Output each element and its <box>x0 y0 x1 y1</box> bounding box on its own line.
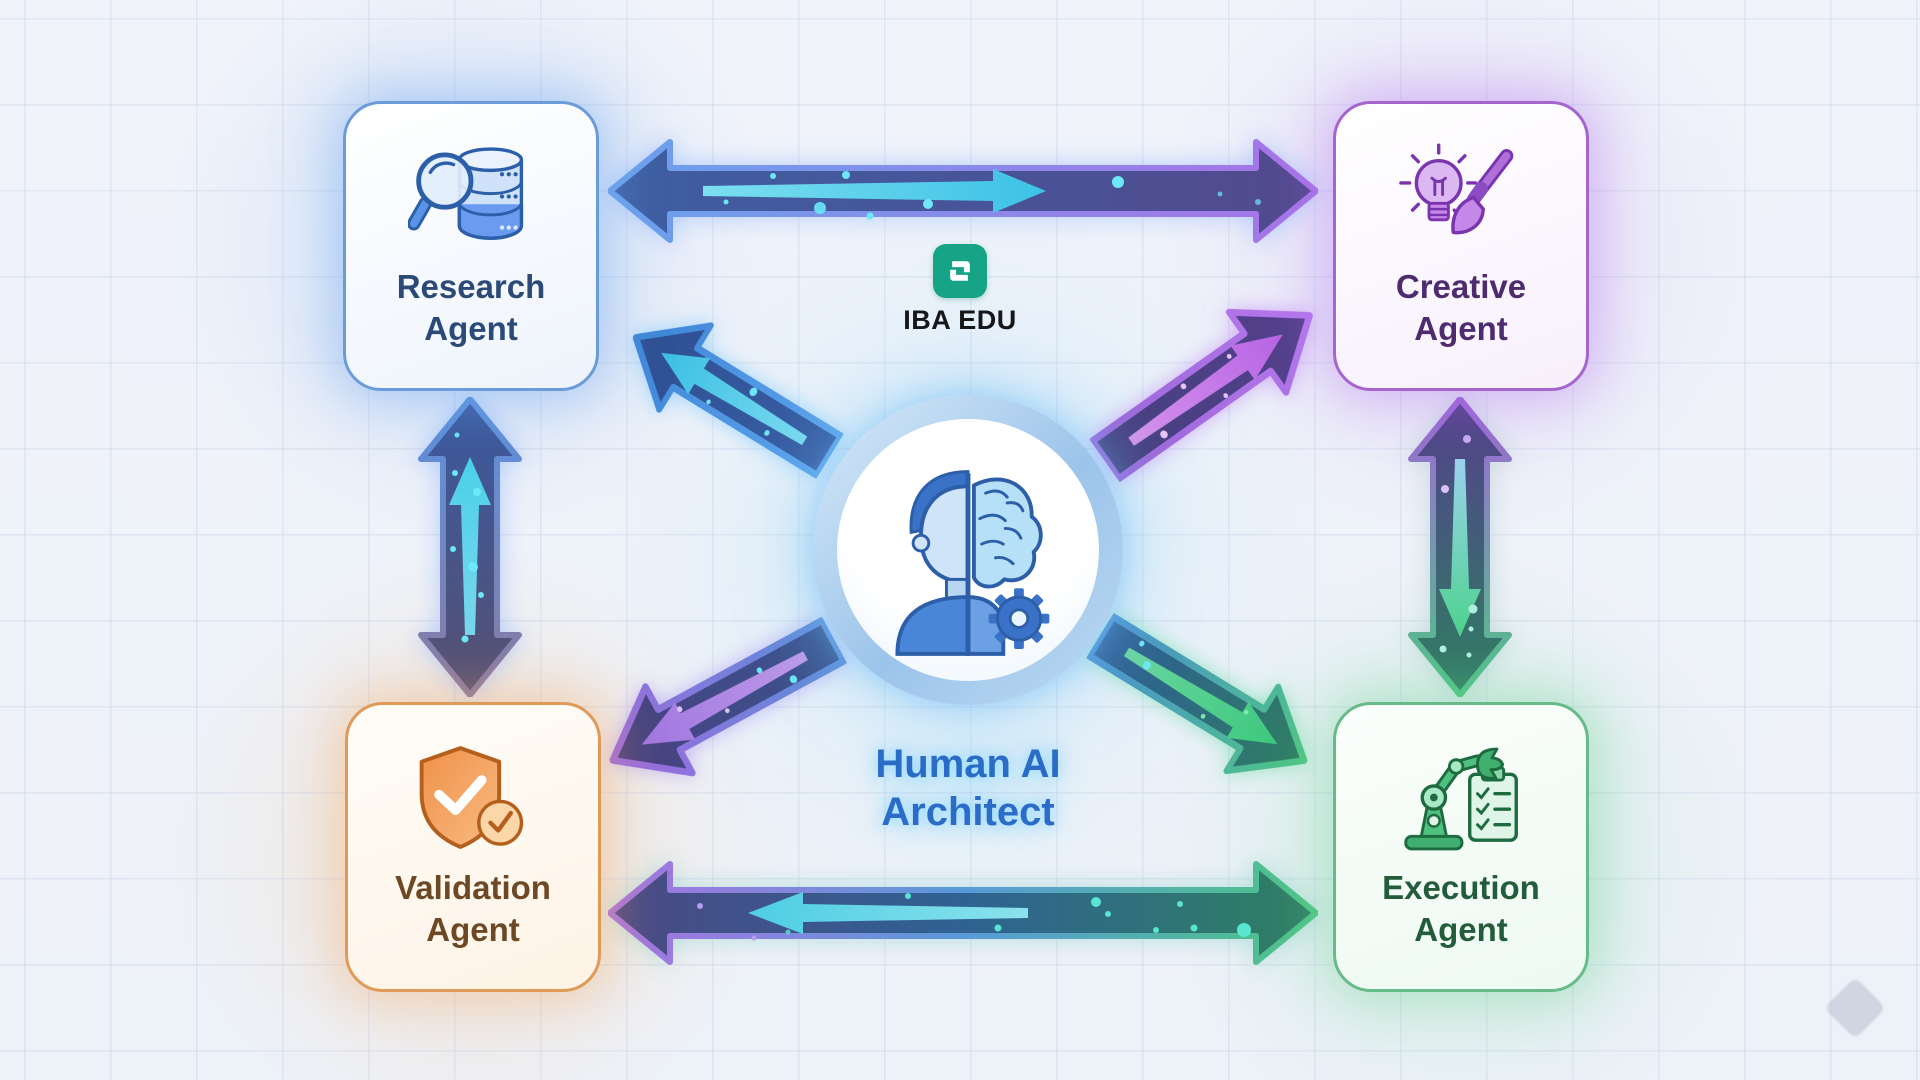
validation-agent-card: Validation Agent <box>345 702 601 992</box>
creative-agent-card: Creative Agent <box>1333 101 1589 391</box>
arrow-validation-execution <box>608 861 1318 965</box>
arrow-center-to-validation <box>583 592 860 811</box>
center-title-line1: Human AI <box>875 742 1061 786</box>
creative-agent-label: Creative Agent <box>1395 267 1527 347</box>
lightbulb-paintbrush-icon <box>1399 143 1514 235</box>
validation-agent-label: Validation Agent <box>395 868 551 948</box>
watermark-diamond-icon <box>1823 976 1887 1040</box>
magnifier-database-icon <box>408 147 524 240</box>
research-agent-card: Research Agent <box>343 101 599 391</box>
research-agent-label: Research Agent <box>396 267 546 347</box>
iba-edu-logo-icon <box>933 244 987 298</box>
arrow-research-creative <box>608 139 1318 243</box>
center-title-line2: Architect <box>881 790 1055 834</box>
arrow-center-to-execution <box>1071 589 1336 810</box>
execution-agent-card: Execution Agent <box>1333 702 1589 992</box>
arrow-creative-execution <box>1408 397 1512 697</box>
brand-name: IBA EDU <box>903 305 1017 335</box>
execution-agent-label: Execution Agent <box>1382 868 1540 948</box>
human-ai-architect-hub <box>813 395 1123 705</box>
shield-check-icon <box>419 745 524 849</box>
brand-block: IBA EDU <box>880 244 1040 336</box>
hub-inner-circle <box>837 419 1099 681</box>
human-brain-gear-icon <box>895 470 1050 656</box>
arrow-research-validation <box>418 397 522 697</box>
arrow-center-to-research <box>604 289 858 503</box>
arrow-center-to-creative <box>1073 268 1345 505</box>
robot-arm-checklist-icon <box>1404 747 1518 851</box>
center-title: Human AI Architect <box>838 740 1098 836</box>
